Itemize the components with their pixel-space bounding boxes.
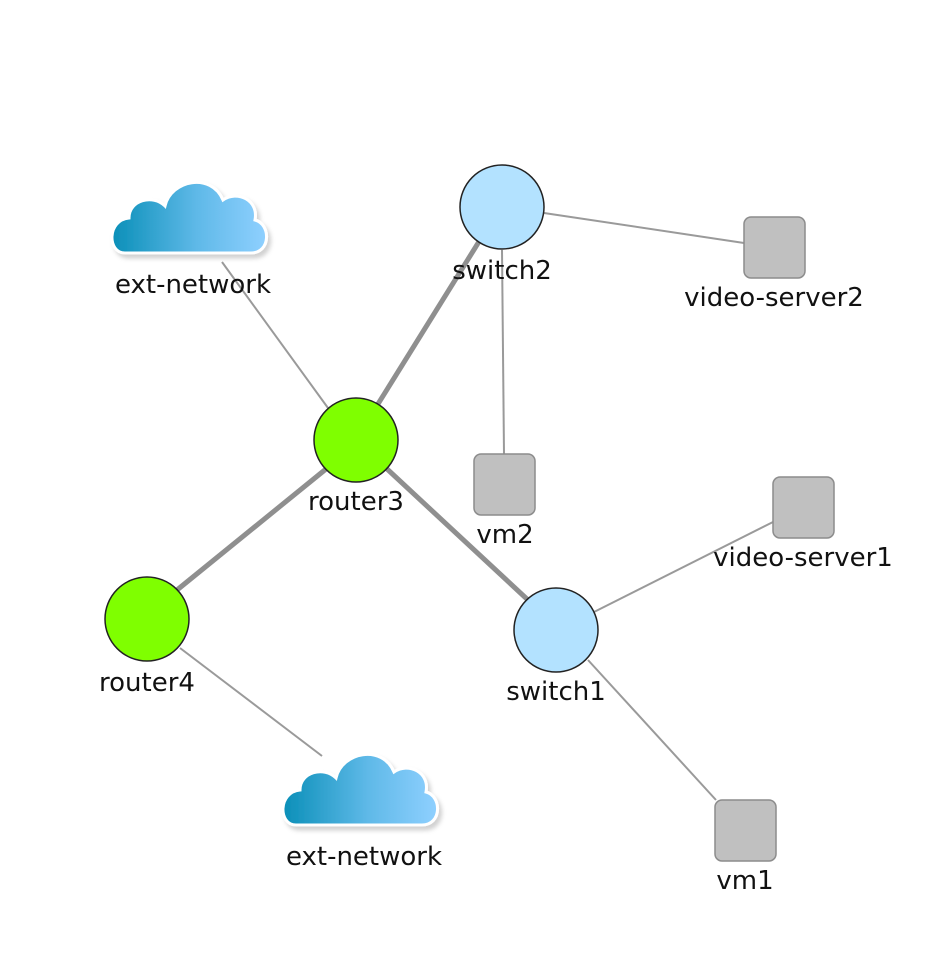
video-server2-node[interactable]: video-server2 <box>684 216 864 313</box>
node-label: router4 <box>99 668 195 698</box>
link-router3-switch2[interactable] <box>375 238 483 406</box>
link-router4-ext-network[interactable] <box>179 647 323 757</box>
node-label: vm2 <box>476 520 533 550</box>
router3-node[interactable]: router3 <box>308 397 404 517</box>
switch-icon <box>513 587 599 673</box>
link-router3-router4[interactable] <box>175 467 328 592</box>
link-router3-switch1[interactable] <box>384 466 530 602</box>
node-label: switch1 <box>506 677 606 707</box>
node-label: ext-network <box>115 270 271 300</box>
link-switch1-video-server1[interactable] <box>593 521 774 613</box>
router-icon <box>313 397 399 483</box>
router4-node[interactable]: router4 <box>99 576 195 698</box>
link-switch2-vm2[interactable] <box>501 249 505 455</box>
link-ext-network-router3[interactable] <box>221 261 329 409</box>
link-switch2-video-server2[interactable] <box>543 212 745 244</box>
ext-network-node[interactable]: ext-network <box>281 753 442 872</box>
switch1-node[interactable]: switch1 <box>506 587 606 707</box>
router-icon <box>104 576 190 662</box>
vm-icon <box>714 799 777 862</box>
node-label: vm1 <box>716 866 773 896</box>
vm2-node[interactable]: vm2 <box>473 453 536 550</box>
switch2-node[interactable]: switch2 <box>452 164 552 286</box>
vm-icon <box>743 216 806 279</box>
node-label: router3 <box>308 487 404 517</box>
node-label: video-server2 <box>684 283 864 313</box>
video-server1-node[interactable]: video-server1 <box>713 476 893 573</box>
links-layer <box>175 212 774 801</box>
vm1-node[interactable]: vm1 <box>714 799 777 896</box>
node-label: video-server1 <box>713 543 893 573</box>
vm-icon <box>772 476 835 539</box>
cloud-icon <box>281 753 439 827</box>
cloud-icon <box>110 181 268 255</box>
ext-network-node[interactable]: ext-network <box>110 181 271 300</box>
node-label: ext-network <box>286 842 442 872</box>
switch-icon <box>459 164 545 250</box>
node-label: switch2 <box>452 256 552 286</box>
vm-icon <box>473 453 536 516</box>
link-switch1-vm1[interactable] <box>587 659 717 801</box>
